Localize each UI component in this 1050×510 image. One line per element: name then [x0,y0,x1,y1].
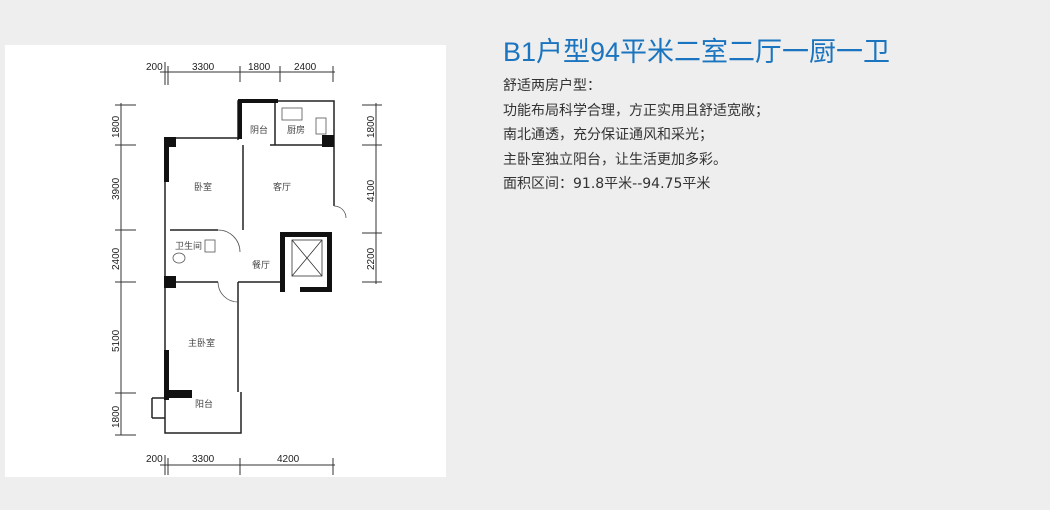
dim-top-1: 200 [146,62,163,73]
description-line: 面积区间：91.8平米--94.75平米 [503,176,711,192]
room-label-master-bedroom: 主卧室 [188,337,215,349]
description-line: 南北通透，充分保证通风和采光； [503,127,713,143]
dim-left-1: 1800 [111,115,122,138]
walls [151,100,335,434]
description-line: 舒适两房户型： [503,78,601,94]
floor-plan: 200 3300 1800 2400 200 3300 4200 1800 39… [111,62,382,475]
dim-top-3: 1800 [248,62,271,73]
dim-left-5: 1800 [111,405,122,428]
room-label-shaded-balcony: 阴台 [250,124,268,136]
dim-bottom-3: 4200 [277,454,300,465]
room-label-bedroom: 卧室 [194,181,212,193]
floor-plan-panel: 200 3300 1800 2400 200 3300 4200 1800 39… [5,45,446,477]
dim-left-4: 5100 [111,329,122,352]
dim-right-1: 1800 [366,115,377,138]
dim-bottom-2: 3300 [192,454,215,465]
description: 舒适两房户型： 功能布局科学合理，方正实用且舒适宽敞； 南北通透，充分保证通风和… [503,74,769,197]
description-line: 功能布局科学合理，方正实用且舒适宽敞； [503,102,769,119]
dim-left-2: 3900 [111,177,122,200]
dim-left-3: 2400 [111,247,122,270]
room-label-balcony: 阳台 [195,398,213,410]
page-title: B1户型94平米二室二厅一厨一卫 [503,37,891,67]
fixtures [172,107,347,303]
dimension-lines [115,62,382,475]
dim-right-3: 2200 [366,247,377,270]
dim-top-2: 3300 [192,62,215,73]
room-label-kitchen: 厨房 [287,124,305,136]
room-label-living-room: 客厅 [273,181,291,193]
solid-walls [164,99,334,400]
dim-right-2: 4100 [366,179,377,202]
room-label-dining-room: 餐厅 [252,259,270,271]
room-label-bathroom: 卫生间 [175,240,202,252]
description-line: 主卧室独立阳台，让生活更加多彩。 [503,151,727,168]
elevator-icon [291,239,323,277]
dim-top-4: 2400 [294,62,317,73]
dim-bottom-1: 200 [146,454,163,465]
